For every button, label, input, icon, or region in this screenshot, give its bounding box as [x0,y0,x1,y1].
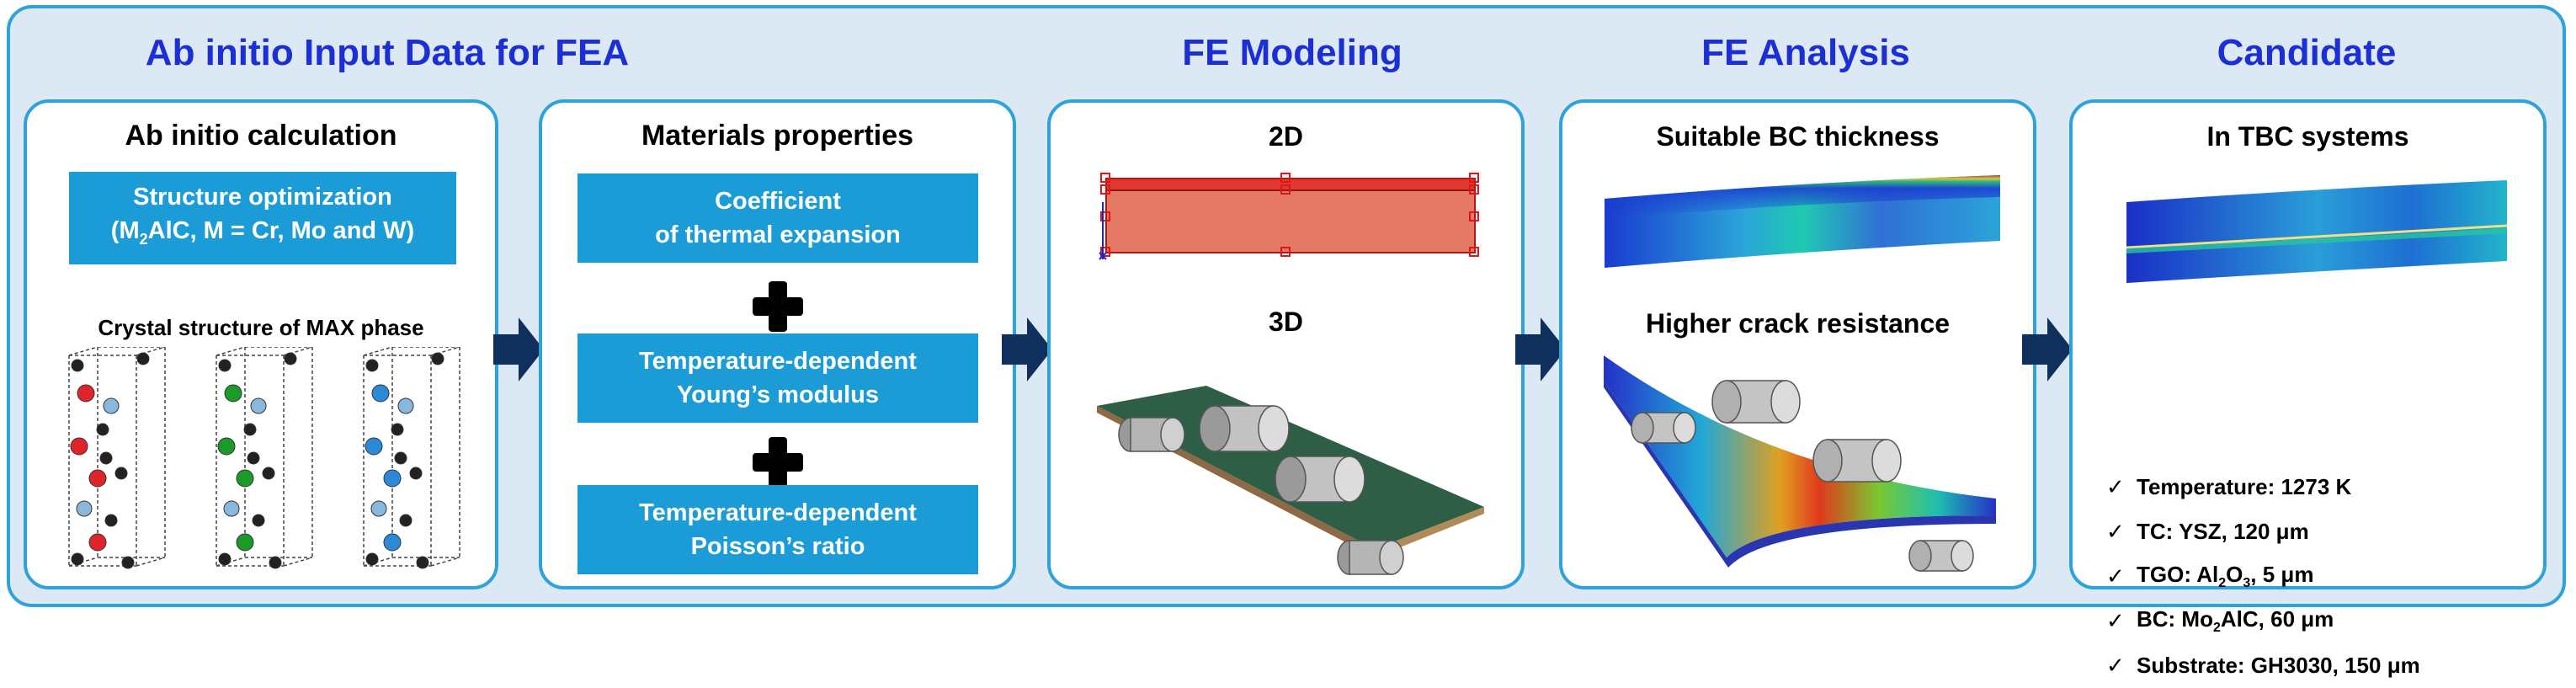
atom [218,552,232,566]
panel-title-ab-initio: Ab initio calculation [125,120,397,152]
crystal-structures [68,347,460,569]
atom [247,451,260,465]
section-title-input: Ab initio Input Data for FEA [145,32,630,73]
atom [88,533,107,552]
youngs-modulus-box: Temperature-dependent Young’s modulus [577,333,978,423]
candidate-spec-item: ✓ TC: YSZ, 120 μm [2106,509,2420,554]
panel-fe-analysis: Suitable BC thickness Higher crack resis… [1559,99,2036,589]
fe-mesh-2d [1099,173,1479,260]
atom [383,533,402,552]
atom [383,469,402,488]
youngs-line1: Temperature-dependent [639,348,917,375]
panel-materials-properties: Materials properties Coefficient of ther… [539,99,1016,589]
crystal-structure-label: Crystal structure of MAX phase [98,315,424,340]
atom [365,437,383,456]
atom [262,467,275,480]
label-3d: 3D [1269,307,1303,337]
candidate-spec-item: ✓ Temperature: 1273 K [2106,465,2420,509]
atom [365,552,379,566]
poisson-line2: Poisson’s ratio [690,533,865,560]
check-icon: ✓ [2106,563,2125,589]
stress-contour-beam [1605,175,2000,268]
atom [391,423,404,436]
candidate-spec-text: BC: Mo2AlC, 60 μm [2137,605,2334,636]
plus-icon [753,437,803,488]
label-bc-thickness: Suitable BC thickness [1656,121,1940,152]
structure-optimization-line2: (M2AlC, M = Cr, Mo and W) [110,217,415,248]
cte-line1: Coefficient [715,188,841,215]
candidate-spec-item: ✓ TGO: Al2O3, 5 μm [2106,554,2420,599]
atom [88,469,107,488]
tbc-stress-contour [2126,180,2508,283]
atom [269,556,282,569]
poissons-ratio-box: Temperature-dependent Poisson’s ratio [577,485,978,574]
candidate-spec-text: TGO: Al2O3, 5 μm [2137,561,2314,591]
atom [121,556,135,569]
arrow-right-icon [493,317,544,381]
atom [76,500,93,517]
plus-icon [753,281,803,332]
atom [77,384,95,403]
atom [284,352,297,365]
atom [370,500,387,517]
fe-mesh-3d [1097,386,1484,575]
candidate-spec-list: ✓ Temperature: 1273 K ✓ TC: YSZ, 120 μm ✓ TGO… [2106,465,2420,688]
atom [431,352,444,365]
section-title-candidate: Candidate [2217,32,2397,73]
atom [365,359,379,372]
atom [218,359,232,372]
candidate-spec-item: ✓ BC: Mo2AlC, 60 μm [2106,599,2420,643]
poisson-line1: Temperature-dependent [639,499,917,526]
atom [236,469,254,488]
atom [70,437,88,456]
atom [136,352,150,365]
arrow-right-icon [2022,317,2073,381]
atom [250,397,267,414]
atom [114,467,128,480]
atom [71,552,84,566]
label-crack-resistance: Higher crack resistance [1645,308,1951,339]
atom [409,467,423,480]
structure-optimization-line1: Structure optimization [133,184,392,211]
atom [236,533,254,552]
cte-box: Coefficient of thermal expansion [577,173,978,263]
check-icon: ✓ [2106,653,2125,678]
atom [252,514,265,527]
arrow-right-icon [1515,317,1566,381]
atom [371,384,390,403]
check-icon: ✓ [2106,608,2125,633]
panel-candidate: In TBC systems ✓ Temperature: 1273 K ✓ TC: … [2069,99,2547,678]
section-title-modeling: FE Modeling [1182,32,1402,73]
candidate-spec-text: Substrate: GH3030, 150 μm [2137,653,2420,678]
atom [399,514,412,527]
atom [224,384,242,403]
atom [104,514,118,527]
panel-fe-modeling: 2D 3D [1047,99,1525,589]
panel-ab-initio: Ab initio calculation Structure optimiza… [24,99,498,589]
atom [416,556,429,569]
check-icon: ✓ [2106,519,2125,544]
atom [223,500,240,517]
candidate-spec-text: Temperature: 1273 K [2137,474,2352,499]
atom [243,423,257,436]
atom [394,451,407,465]
atom [99,451,113,465]
arrow-right-icon [1002,317,1052,381]
candidate-spec-text: TC: YSZ, 120 μm [2137,519,2309,544]
section-title-analysis: FE Analysis [1701,32,1910,73]
structure-optimization-box: Structure optimization (M2AlC, M = Cr, M… [69,172,456,264]
atom [103,397,120,414]
label-2d: 2D [1269,121,1303,152]
atom [217,437,236,456]
cte-line2: of thermal expansion [655,221,901,248]
atom [71,359,84,372]
candidate-spec-item: ✓ Substrate: GH3030, 150 μm [2106,643,2420,688]
youngs-line2: Young’s modulus [676,381,880,408]
atom [397,397,414,414]
panel-title-materials: Materials properties [641,120,914,152]
atom [96,423,109,436]
panel-title-tbc: In TBC systems [2206,121,2409,152]
check-icon: ✓ [2106,474,2125,499]
crack-contour-beam [1604,355,1996,572]
